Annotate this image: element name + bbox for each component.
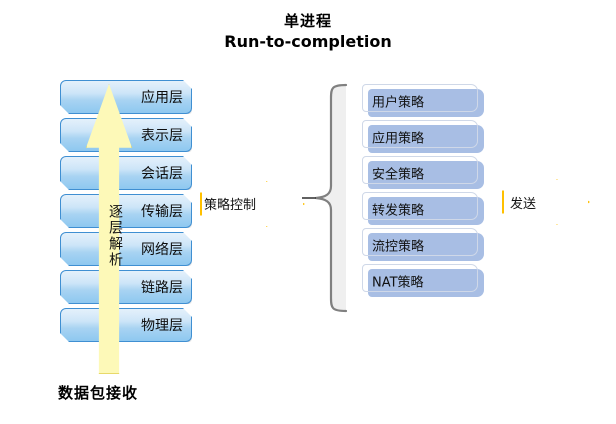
policy-item-face — [362, 228, 478, 256]
policy-item[interactable]: NAT策略 — [362, 264, 484, 297]
osi-layer-label: 表示层 — [141, 128, 183, 144]
policy-item-label: 用户策略 — [372, 95, 425, 110]
policy-item-label: NAT策略 — [372, 275, 424, 290]
osi-layer-box[interactable]: 应用层 — [60, 80, 192, 114]
policy-item[interactable]: 安全策略 — [362, 156, 484, 189]
policy-item-face — [362, 192, 478, 220]
packet-receive-caption: 数据包接收 — [58, 384, 139, 402]
osi-layer-label: 网络层 — [141, 242, 183, 258]
osi-layer-box[interactable]: 会话层 — [60, 156, 192, 190]
policy-item-face — [362, 84, 478, 112]
page-title-cn: 单进程 — [283, 12, 332, 30]
page-title-en: Run-to-completion — [224, 32, 392, 51]
policy-item-fill — [368, 125, 484, 153]
osi-layer-stack: 应用层 表示层 会话层 传输层 网络层 链路层 物理层 — [60, 80, 192, 346]
policy-item-label: 转发策略 — [372, 203, 425, 218]
osi-layer-box[interactable]: 链路层 — [60, 270, 192, 304]
policy-item-face — [362, 264, 478, 292]
osi-layer-box[interactable]: 传输层 — [60, 194, 192, 228]
curly-brace-icon — [302, 83, 348, 313]
policy-item-fill — [368, 269, 484, 297]
policy-item-fill — [368, 197, 484, 225]
policy-item-face — [362, 156, 478, 184]
send-arrow-label: 发送 — [510, 197, 537, 212]
up-arrow-label: 逐层解析 — [107, 204, 123, 268]
policy-item[interactable]: 流控策略 — [362, 228, 484, 261]
policy-item-label: 流控策略 — [372, 239, 425, 254]
osi-layer-label: 传输层 — [141, 204, 183, 220]
osi-layer-label: 链路层 — [141, 280, 183, 296]
policy-item[interactable]: 用户策略 — [362, 84, 484, 117]
osi-layer-box[interactable]: 物理层 — [60, 308, 192, 342]
policy-item-fill — [368, 233, 484, 261]
policy-control-label: 策略控制 — [204, 198, 257, 213]
osi-layer-label: 会话层 — [141, 166, 183, 182]
policy-item-fill — [368, 89, 484, 117]
policy-item-face — [362, 120, 478, 148]
policy-item[interactable]: 应用策略 — [362, 120, 484, 153]
osi-layer-box[interactable]: 网络层 — [60, 232, 192, 266]
policy-item-label: 应用策略 — [372, 131, 425, 146]
policy-item-fill — [368, 161, 484, 189]
policy-item-label: 安全策略 — [372, 167, 425, 182]
policy-item[interactable]: 转发策略 — [362, 192, 484, 225]
policy-list: 用户策略 应用策略 安全策略 转发策略 流控策略 NAT策略 — [362, 84, 484, 300]
osi-layer-label: 应用层 — [141, 90, 183, 106]
osi-layer-label: 物理层 — [141, 318, 183, 334]
